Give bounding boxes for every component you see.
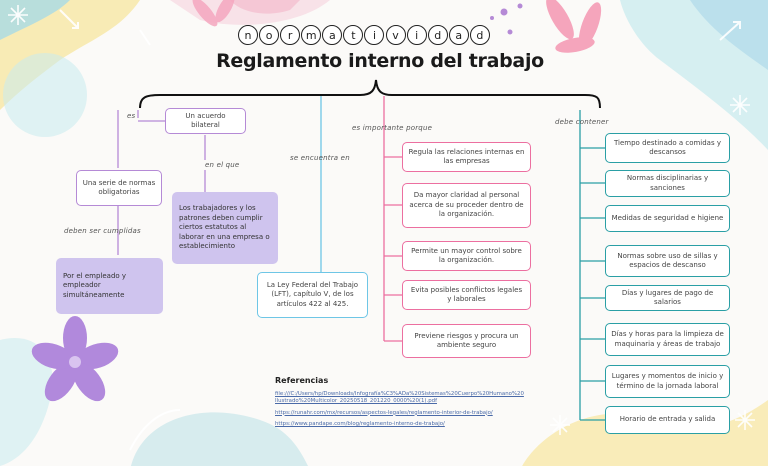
title-letter: a bbox=[322, 25, 343, 45]
reference-link-1[interactable]: file:///C:/Users/hp/Downloads/Infografía… bbox=[275, 391, 524, 405]
connector-es-importante-porque: es importante porque bbox=[352, 124, 433, 132]
node-contenido-1: Tiempo destinado a comidas y descansos bbox=[605, 133, 730, 163]
title-letter: m bbox=[301, 25, 322, 45]
reference-link-2[interactable]: https://runahr.com/mx/recursos/aspectos-… bbox=[275, 409, 493, 416]
node-contenido-6: Días y horas para la limpieza de maquina… bbox=[605, 323, 730, 356]
node-contenido-5: Días y lugares de pago de salarios bbox=[605, 285, 730, 311]
title-letter: i bbox=[406, 25, 427, 45]
title-letter: v bbox=[385, 25, 406, 45]
node-empleado-empleador: Por el empleado y empleador simultáneame… bbox=[56, 258, 163, 314]
node-contenido-2: Normas disciplinarias y sanciones bbox=[605, 170, 730, 197]
node-normas-obligatorias: Una serie de normas obligatorias bbox=[76, 170, 162, 206]
references-title: Referencias bbox=[275, 376, 329, 385]
connector-en-el-que: en el que bbox=[205, 161, 240, 169]
connector-debe-contener: debe contener bbox=[555, 118, 609, 126]
node-importancia-2: Da mayor claridad al personal acerca de … bbox=[402, 183, 531, 228]
node-importancia-3: Permite un mayor control sobre la organi… bbox=[402, 241, 531, 271]
node-importancia-5: Previene riesgos y procura un ambiente s… bbox=[402, 324, 531, 358]
node-importancia-4: Evita posibles conflictos legales y labo… bbox=[402, 280, 531, 310]
node-contenido-4: Normas sobre uso de sillas y espacios de… bbox=[605, 245, 730, 277]
node-acuerdo-bilateral: Un acuerdo bilateral bbox=[165, 108, 246, 134]
connector-se-encuentra-en: se encuentra en bbox=[290, 154, 350, 162]
title-letter: d bbox=[469, 25, 490, 45]
title-letter: t bbox=[343, 25, 364, 45]
title-letter: a bbox=[448, 25, 469, 45]
references-section: Referencias file:///C:/Users/hp/Download… bbox=[275, 376, 525, 432]
node-contenido-8: Horario de entrada y salida bbox=[605, 406, 730, 434]
title-letter: r bbox=[280, 25, 301, 45]
node-contenido-7: Lugares y momentos de inicio y término d… bbox=[605, 365, 730, 398]
title-letter: n bbox=[238, 25, 258, 45]
node-trabajadores-patrones: Los trabajadores y los patrones deben cu… bbox=[172, 192, 278, 264]
node-contenido-3: Medidas de seguridad e higiene bbox=[605, 205, 730, 232]
title-letter: i bbox=[364, 25, 385, 45]
node-importancia-1: Regula las relaciones internas en las em… bbox=[402, 142, 531, 172]
connector-deben-ser-cumplidas: deben ser cumplidas bbox=[64, 227, 141, 235]
title-letter: o bbox=[259, 25, 280, 45]
title-letter: d bbox=[427, 25, 448, 45]
connector-es: es bbox=[127, 112, 136, 120]
node-ley-federal: La Ley Federal del Trabajo (LFT), capítu… bbox=[257, 272, 368, 318]
reference-link-3[interactable]: https://www.pandape.com/blog/reglamento-… bbox=[275, 420, 445, 427]
page-subtitle: Reglamento interno del trabajo bbox=[216, 50, 544, 72]
